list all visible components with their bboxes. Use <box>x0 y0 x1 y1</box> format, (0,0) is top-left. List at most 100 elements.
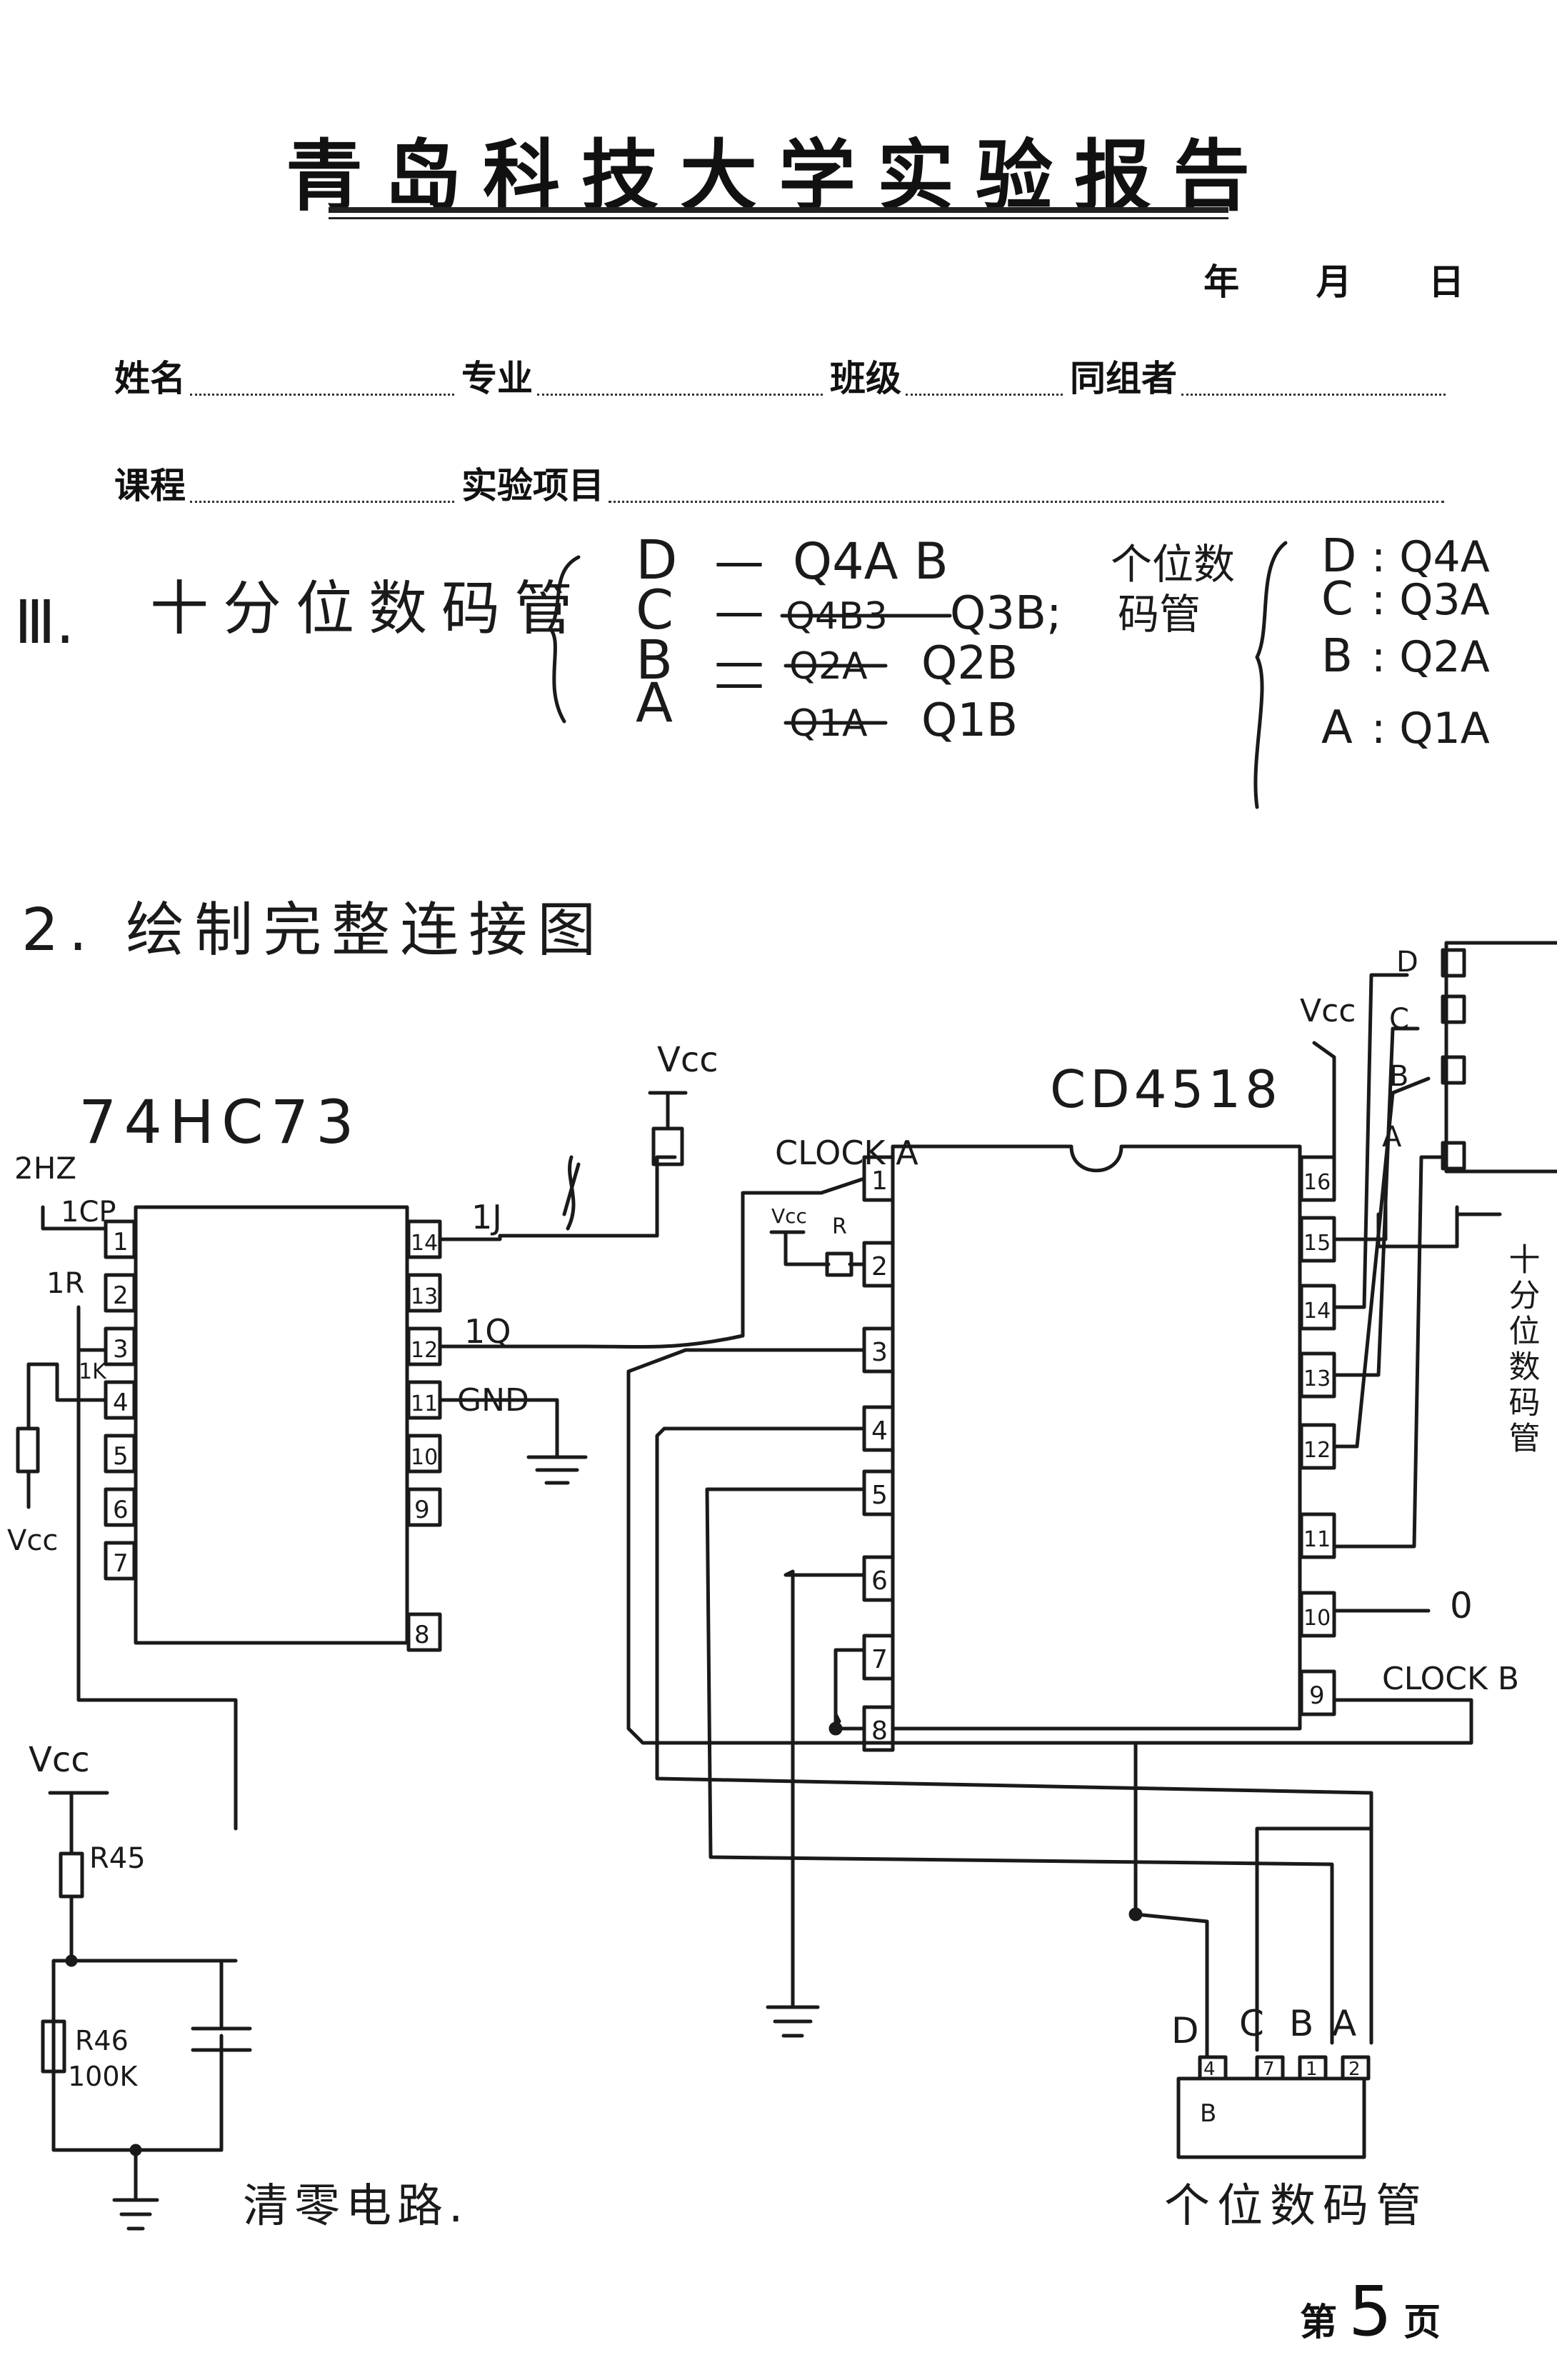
tens-seg-d: D <box>636 528 678 591</box>
ic2-pin-l2: 2 <box>871 1252 888 1281</box>
section-2-title: 2. 绘制完整连接图 <box>21 896 606 964</box>
ic1-pin-r9: 9 <box>414 1496 430 1524</box>
page-number: 第 5 页 <box>1300 2271 1441 2351</box>
major-field <box>537 388 823 396</box>
ic2-pin-l5: 5 <box>871 1481 888 1510</box>
ic2-pin-r12: 12 <box>1303 1438 1331 1463</box>
report-header: 青岛科技大学实验报告 年 月 日 姓名 专业 班级 同组者 课程 实验项目 <box>0 0 1557 514</box>
vcc-reset-bar <box>48 1791 109 1856</box>
page-prefix: 第 <box>1300 2301 1338 2344</box>
junction-pin8 <box>828 1721 843 1736</box>
resistor-r45 <box>59 1851 84 1899</box>
course-field <box>190 495 454 503</box>
ic1-pin-l3: 3 <box>113 1335 129 1364</box>
ic2-pin-r15: 15 <box>1303 1231 1331 1256</box>
project-label: 实验项目 <box>461 465 604 506</box>
ic2-pin-l8: 8 <box>871 1716 888 1746</box>
units-val-d: : Q4A <box>1371 532 1490 582</box>
wire-pin5-c <box>705 1487 1334 2045</box>
capacitor <box>191 1959 252 2152</box>
units-pin-b: B <box>1289 2003 1313 2044</box>
section-3-mapping: Ⅲ. 十分位数码管 D — Q4A B C — Q4B3 Q3B; B — Q2… <box>14 528 1490 809</box>
date-month-label: 月 <box>1316 261 1352 303</box>
group-label: 同组者 <box>1070 358 1177 399</box>
wire-tens-mid <box>1376 1205 1459 1249</box>
ic2-pin-l1: 1 <box>871 1166 888 1196</box>
units-val-b: : Q2A <box>1371 632 1490 682</box>
project-field <box>609 495 1444 503</box>
ic2-pin-l6: 6 <box>871 1566 888 1596</box>
units-pin-a: A <box>1332 2003 1356 2044</box>
ic1-pin-l1: 1 <box>113 1228 129 1256</box>
units-val-a: : Q1A <box>1371 704 1490 754</box>
tens-pin-b: B <box>1389 1060 1408 1093</box>
units-num-4: 4 <box>1203 2059 1216 2080</box>
course-label: 课程 <box>114 465 186 506</box>
wire-2hz <box>41 1205 108 1231</box>
tens-seg-a: A <box>636 671 673 734</box>
clk-2hz-label: 2HZ <box>14 1151 76 1186</box>
ground-symbol-1 <box>526 1455 588 1485</box>
units-label-2: 码管 <box>1118 590 1201 639</box>
wire-r45 <box>69 1894 238 1963</box>
units-num-7: 7 <box>1263 2059 1275 2080</box>
units-seg-a: A <box>1321 701 1353 754</box>
tens-val-b: Q2B <box>921 637 1018 690</box>
ic1-pin-l7: 7 <box>113 1549 129 1578</box>
scribble-mark <box>562 1155 581 1231</box>
units-seg-c: C <box>1321 573 1353 626</box>
tens-val-c: Q3B; <box>950 587 1062 640</box>
name-field <box>190 388 454 396</box>
wire-pin14-d <box>1332 973 1409 1309</box>
pin-1j-label: 1J <box>471 1198 502 1236</box>
wire-1q-to-clocka <box>438 1191 823 1349</box>
wire-pin13-c <box>1332 1026 1420 1377</box>
vcc-top-label: Vcc <box>657 1040 719 1080</box>
ic2-pin-l7: 7 <box>871 1645 888 1674</box>
units-label-1: 个位数 <box>1111 540 1235 589</box>
wire-pin7-8 <box>833 1648 866 1731</box>
wire-pin4-b <box>655 1426 1373 2045</box>
wire-to-c <box>1255 1826 1373 2052</box>
units-val-c: : Q3A <box>1371 575 1490 625</box>
date-row: 年 月 日 <box>1139 254 1464 305</box>
pin-gnd-label: GND <box>457 1382 529 1419</box>
r46-label: R46 <box>75 2025 129 2056</box>
tens-dash-d: — <box>714 532 764 591</box>
tens-dash-a: — <box>714 654 764 712</box>
ic1-pin-l5: 5 <box>113 1442 129 1471</box>
date-year-label: 年 <box>1203 261 1240 303</box>
ic1-body <box>134 1205 409 1645</box>
ic2-pin-l3: 3 <box>871 1338 888 1367</box>
tens-val-d: Q4A B <box>793 532 948 591</box>
report-title: 青岛科技大学实验报告 <box>285 131 1271 221</box>
tens-seg-c: C <box>636 578 674 641</box>
wire-vcc-top <box>655 1155 677 1238</box>
units-display-inner: B <box>1200 2099 1216 2128</box>
pin-1q-label: 1Q <box>464 1312 511 1351</box>
tens-display-label: 十分位数码管 <box>1503 1243 1540 1457</box>
ic-74hc73: 74HC73 1 2 3 4 5 6 7 14 13 12 11 10 9 8 … <box>7 1040 823 1831</box>
tens-dash-c: — <box>714 582 764 641</box>
major-label: 专业 <box>461 358 533 399</box>
ic2-body <box>891 1144 1302 1731</box>
ic1-pin-l4: 4 <box>113 1389 129 1417</box>
wire-gnd <box>438 1398 559 1459</box>
units-pin-c: C <box>1239 2003 1264 2044</box>
ground-symbol-reset <box>112 2198 159 2231</box>
title-underline-thin <box>329 217 1228 219</box>
reset-circuit-label: 清零电路. <box>243 2180 469 2233</box>
group-field <box>1181 388 1446 396</box>
vcc-small-label: Vcc <box>771 1204 807 1228</box>
r46-value: 100K <box>68 2061 139 2092</box>
ic2-pin-r9: 9 <box>1309 1681 1325 1710</box>
wire-pin4 <box>26 1362 108 1402</box>
form-row-2: 课程 实验项目 <box>114 457 1451 509</box>
units-num-1: 1 <box>1306 2059 1318 2080</box>
r-small-label: R <box>832 1214 847 1239</box>
ic1-pin-l2: 2 <box>113 1281 129 1310</box>
title-underline <box>329 207 1228 213</box>
ic2-pin-r10: 10 <box>1303 1606 1331 1631</box>
tens-pin-c: C <box>1389 1003 1409 1036</box>
